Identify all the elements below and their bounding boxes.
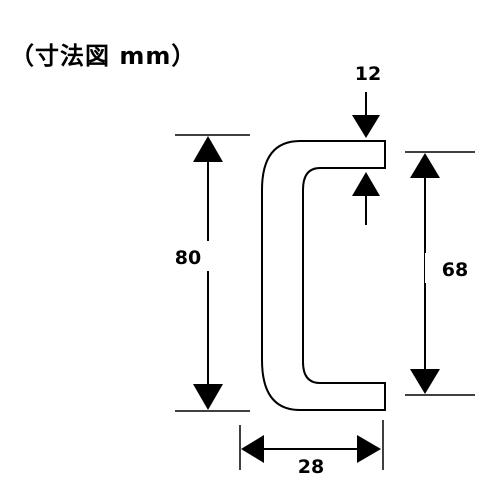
thickness-label: 12: [355, 63, 381, 85]
depth-dimension: 28: [239, 420, 384, 478]
depth-label: 28: [298, 456, 324, 478]
overall-height-dimension: 80: [165, 134, 250, 412]
handle-outline: [261, 140, 386, 411]
inner-height-dimension: 68: [405, 151, 475, 396]
overall-height-label: 80: [175, 247, 201, 269]
diagram-title: （寸法図 mm）: [10, 42, 197, 70]
thickness-dimension: 12: [352, 63, 381, 225]
inner-height-label: 68: [442, 259, 468, 281]
